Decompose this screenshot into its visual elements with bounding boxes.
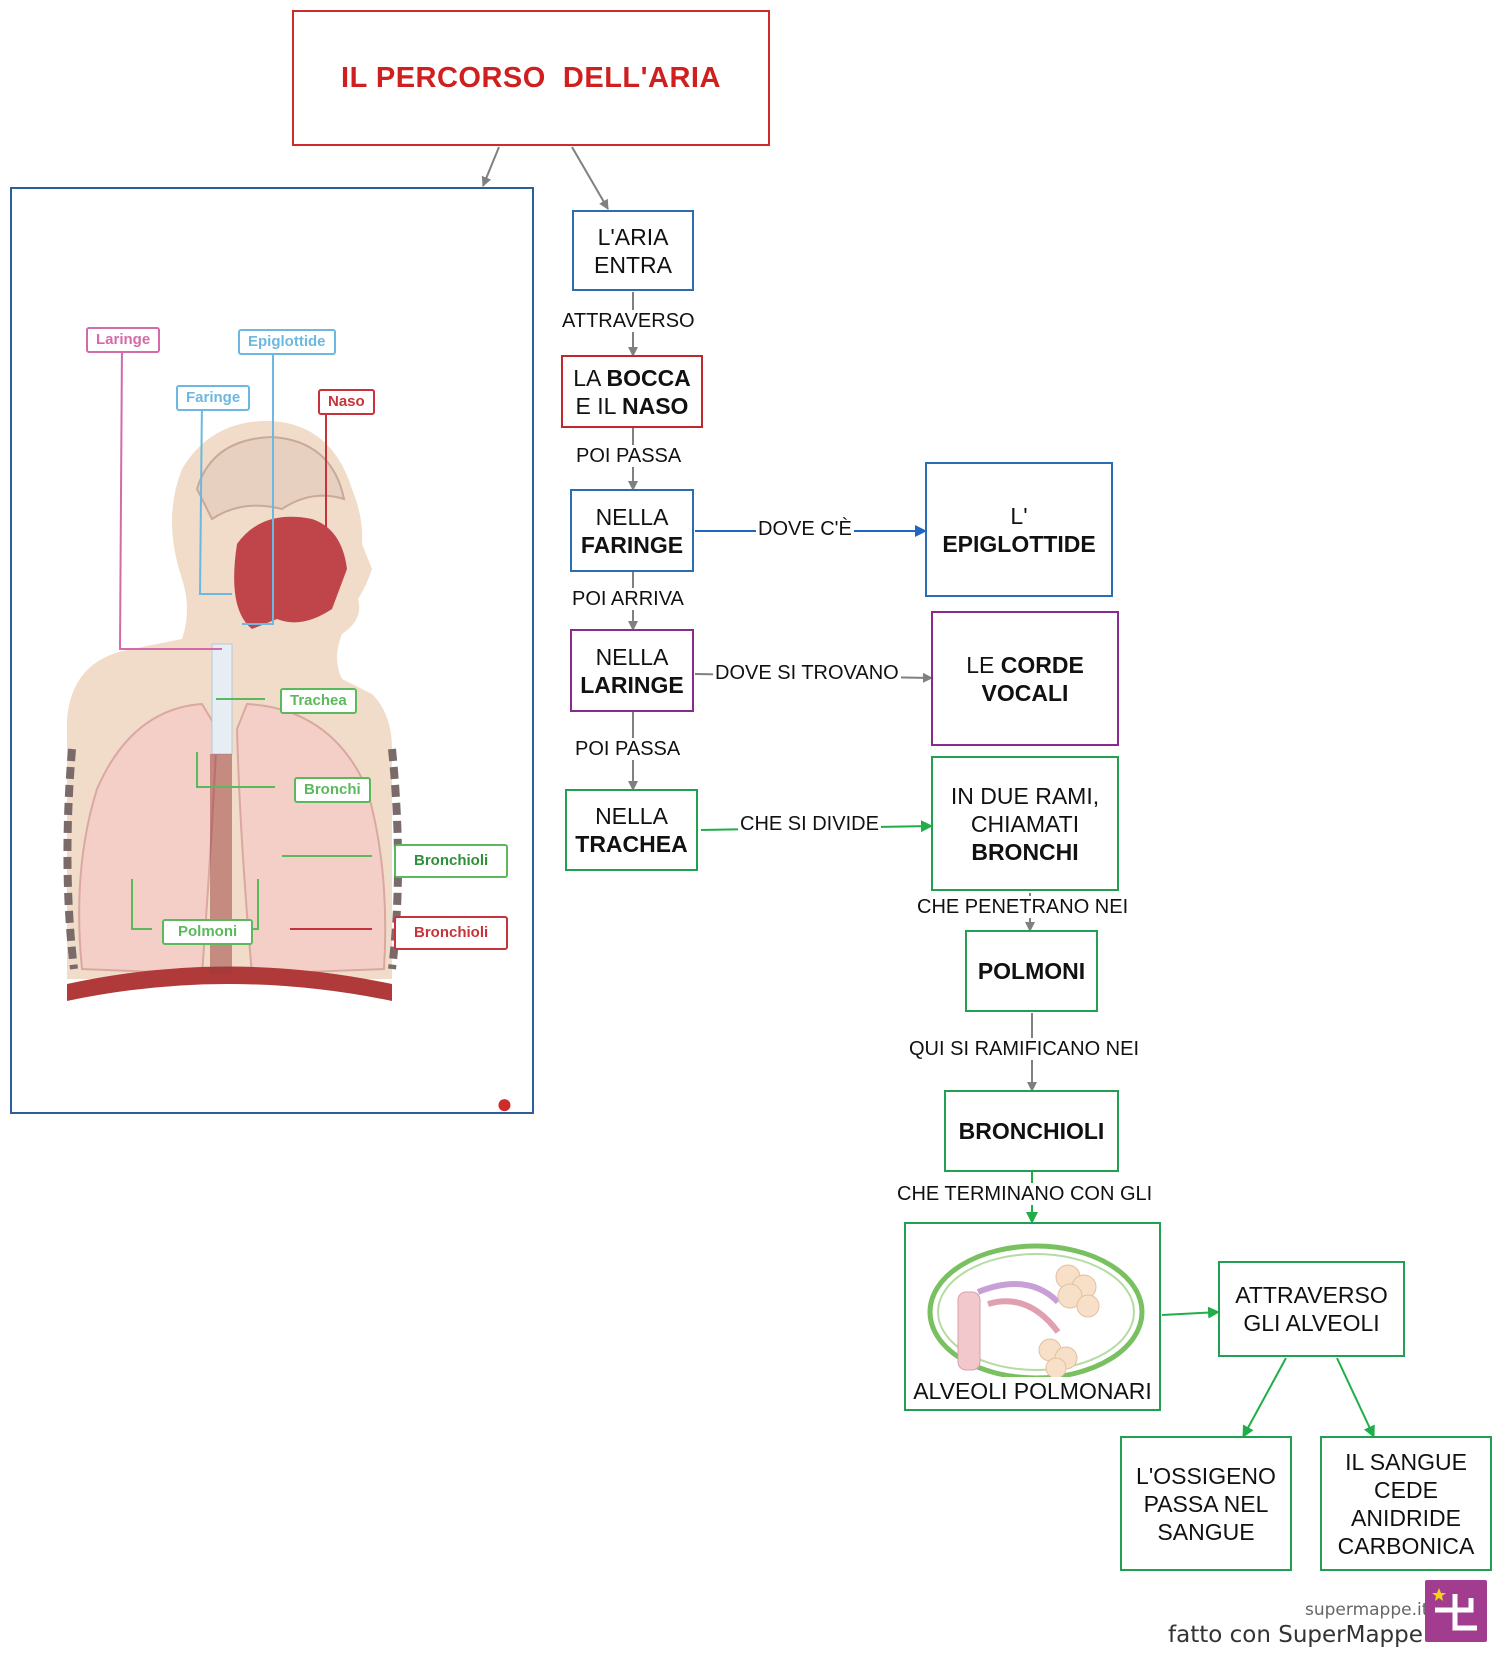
node-bronchi-l2: CHIAMATI: [970, 810, 1080, 837]
link-dove-si-trovano: DOVE SI TROVANO: [713, 662, 901, 684]
node-corde-vocali: LE CORDE VOCALI: [931, 611, 1119, 746]
respiratory-illustration: [63, 343, 402, 1001]
node-alveoli-caption: ALVEOLI POLMONARI: [913, 1377, 1152, 1405]
link-dove-ce: DOVE C'È: [756, 518, 854, 540]
arrow-alveoli-attraverso: [1161, 1306, 1220, 1319]
node-bocca-naso-l1: LA BOCCA: [573, 364, 691, 392]
node-laringe-bold: LARINGE: [580, 671, 684, 698]
link-poi-passa-1: POI PASSA: [574, 445, 684, 467]
node-epiglottide-l1: L': [1010, 502, 1028, 529]
node-trachea-l1: NELLA: [595, 803, 668, 829]
node-sangue-l2: CEDE: [1374, 1476, 1438, 1503]
map-title-text: IL PERCORSO DELL'ARIA: [341, 62, 721, 94]
label-bronchi: Bronchi: [294, 777, 371, 803]
node-ossigeno: L'OSSIGENO PASSA NEL SANGUE: [1120, 1436, 1292, 1571]
node-polmoni: POLMONI: [965, 930, 1098, 1012]
label-epiglottide: Epiglottide: [238, 329, 336, 355]
node-bronchi: IN DUE RAMI, CHIAMATI BRONCHI: [931, 756, 1119, 891]
node-attraverso-alveoli: ATTRAVERSO GLI ALVEOLI: [1218, 1261, 1405, 1357]
link-poi-passa-2: POI PASSA: [573, 738, 683, 760]
illustration-frame: Laringe Epiglottide Faringe Naso Trachea…: [10, 187, 534, 1114]
node-trachea-bold: TRACHEA: [575, 831, 688, 857]
link-che-terminano: CHE TERMINANO CON GLI: [895, 1183, 1155, 1205]
node-trachea: NELLA TRACHEA: [565, 789, 698, 871]
balloon-icon: ●: [496, 1088, 513, 1119]
node-bronchioli: BRONCHIOLI: [944, 1090, 1119, 1172]
label-naso: Naso: [318, 389, 375, 415]
label-laringe: Laringe: [86, 327, 161, 353]
brand-url[interactable]: supermappe.it: [1305, 1600, 1429, 1620]
brand-made-with: fatto con SuperMappe: [1168, 1622, 1423, 1648]
node-vocali-bold: VOCALI: [981, 679, 1069, 706]
node-faringe-bold: FARINGE: [580, 531, 684, 558]
link-che-penetrano: CHE PENETRANO NEI: [915, 896, 1131, 918]
arrow-attraverso-sangue: [1336, 1357, 1375, 1438]
arrow-attraverso-ossigeno: [1242, 1357, 1287, 1438]
node-bronchi-l1: IN DUE RAMI,: [950, 782, 1100, 809]
node-bronchioli-bold: BRONCHIOLI: [958, 1118, 1105, 1144]
link-che-si-divide: CHE SI DIVIDE: [738, 813, 881, 835]
arrow-title-illustration: [481, 146, 500, 187]
link-attraverso: ATTRAVERSO: [560, 310, 697, 332]
label-faringe: Faringe: [176, 385, 251, 411]
node-faringe-l1: NELLA: [595, 503, 669, 530]
node-bocca-naso-l2: E IL NASO: [576, 392, 689, 420]
node-bronchi-bold: BRONCHI: [971, 838, 1079, 865]
node-sangue: IL SANGUE CEDE ANIDRIDE CARBONICA: [1320, 1436, 1492, 1571]
node-naso-bold: NASO: [622, 392, 689, 419]
node-sangue-l1: IL SANGUE: [1345, 1448, 1467, 1475]
label-bronchioli-red: Bronchioli: [394, 916, 509, 950]
node-aria-entra-l1: L'ARIA: [597, 223, 669, 250]
node-alveoli: ALVEOLI POLMONARI: [904, 1222, 1161, 1411]
node-faringe: NELLA FARINGE: [570, 489, 694, 572]
node-ossigeno-l2: PASSA NEL: [1143, 1490, 1269, 1517]
node-naso-pre: E IL: [575, 392, 622, 419]
link-qui-si-ramificano: QUI SI RAMIFICANO NEI: [907, 1038, 1142, 1060]
node-corde-pre: LE: [966, 651, 1001, 678]
node-corde-l1: LE CORDE: [966, 651, 1084, 679]
node-attraverso-l1: ATTRAVERSO: [1235, 1282, 1388, 1308]
node-bocca-pre: LA: [573, 364, 607, 391]
node-sangue-l4: CARBONICA: [1337, 1532, 1475, 1559]
supermappe-logo-icon: [1425, 1580, 1487, 1642]
arrow-title-aria: [571, 146, 609, 210]
label-trachea: Trachea: [280, 688, 357, 714]
link-poi-arriva: POI ARRIVA: [570, 588, 686, 610]
body-figure: [63, 420, 402, 1001]
node-laringe-l1: NELLA: [595, 643, 669, 670]
map-title: IL PERCORSO DELL'ARIA: [292, 10, 770, 146]
node-aria-entra-l2: ENTRA: [594, 251, 672, 278]
node-bocca-naso: LA BOCCA E IL NASO: [561, 355, 703, 428]
label-bronchioli-green: Bronchioli: [394, 844, 509, 878]
node-bocca-bold: BOCCA: [606, 364, 691, 391]
node-ossigeno-l1: L'OSSIGENO: [1136, 1462, 1276, 1489]
alveoli-image: [927, 1243, 1145, 1381]
node-corde-bold: CORDE: [1000, 651, 1084, 678]
node-ossigeno-l3: SANGUE: [1157, 1518, 1255, 1545]
node-sangue-l3: ANIDRIDE: [1351, 1504, 1461, 1531]
node-polmoni-bold: POLMONI: [977, 958, 1086, 984]
node-attraverso-l2: GLI ALVEOLI: [1243, 1310, 1380, 1336]
node-epiglottide: L' EPIGLOTTIDE: [925, 462, 1113, 597]
node-epiglottide-bold: EPIGLOTTIDE: [942, 530, 1096, 557]
node-laringe: NELLA LARINGE: [570, 629, 694, 712]
node-aria-entra: L'ARIA ENTRA: [572, 210, 694, 291]
label-polmoni: Polmoni: [162, 919, 254, 945]
